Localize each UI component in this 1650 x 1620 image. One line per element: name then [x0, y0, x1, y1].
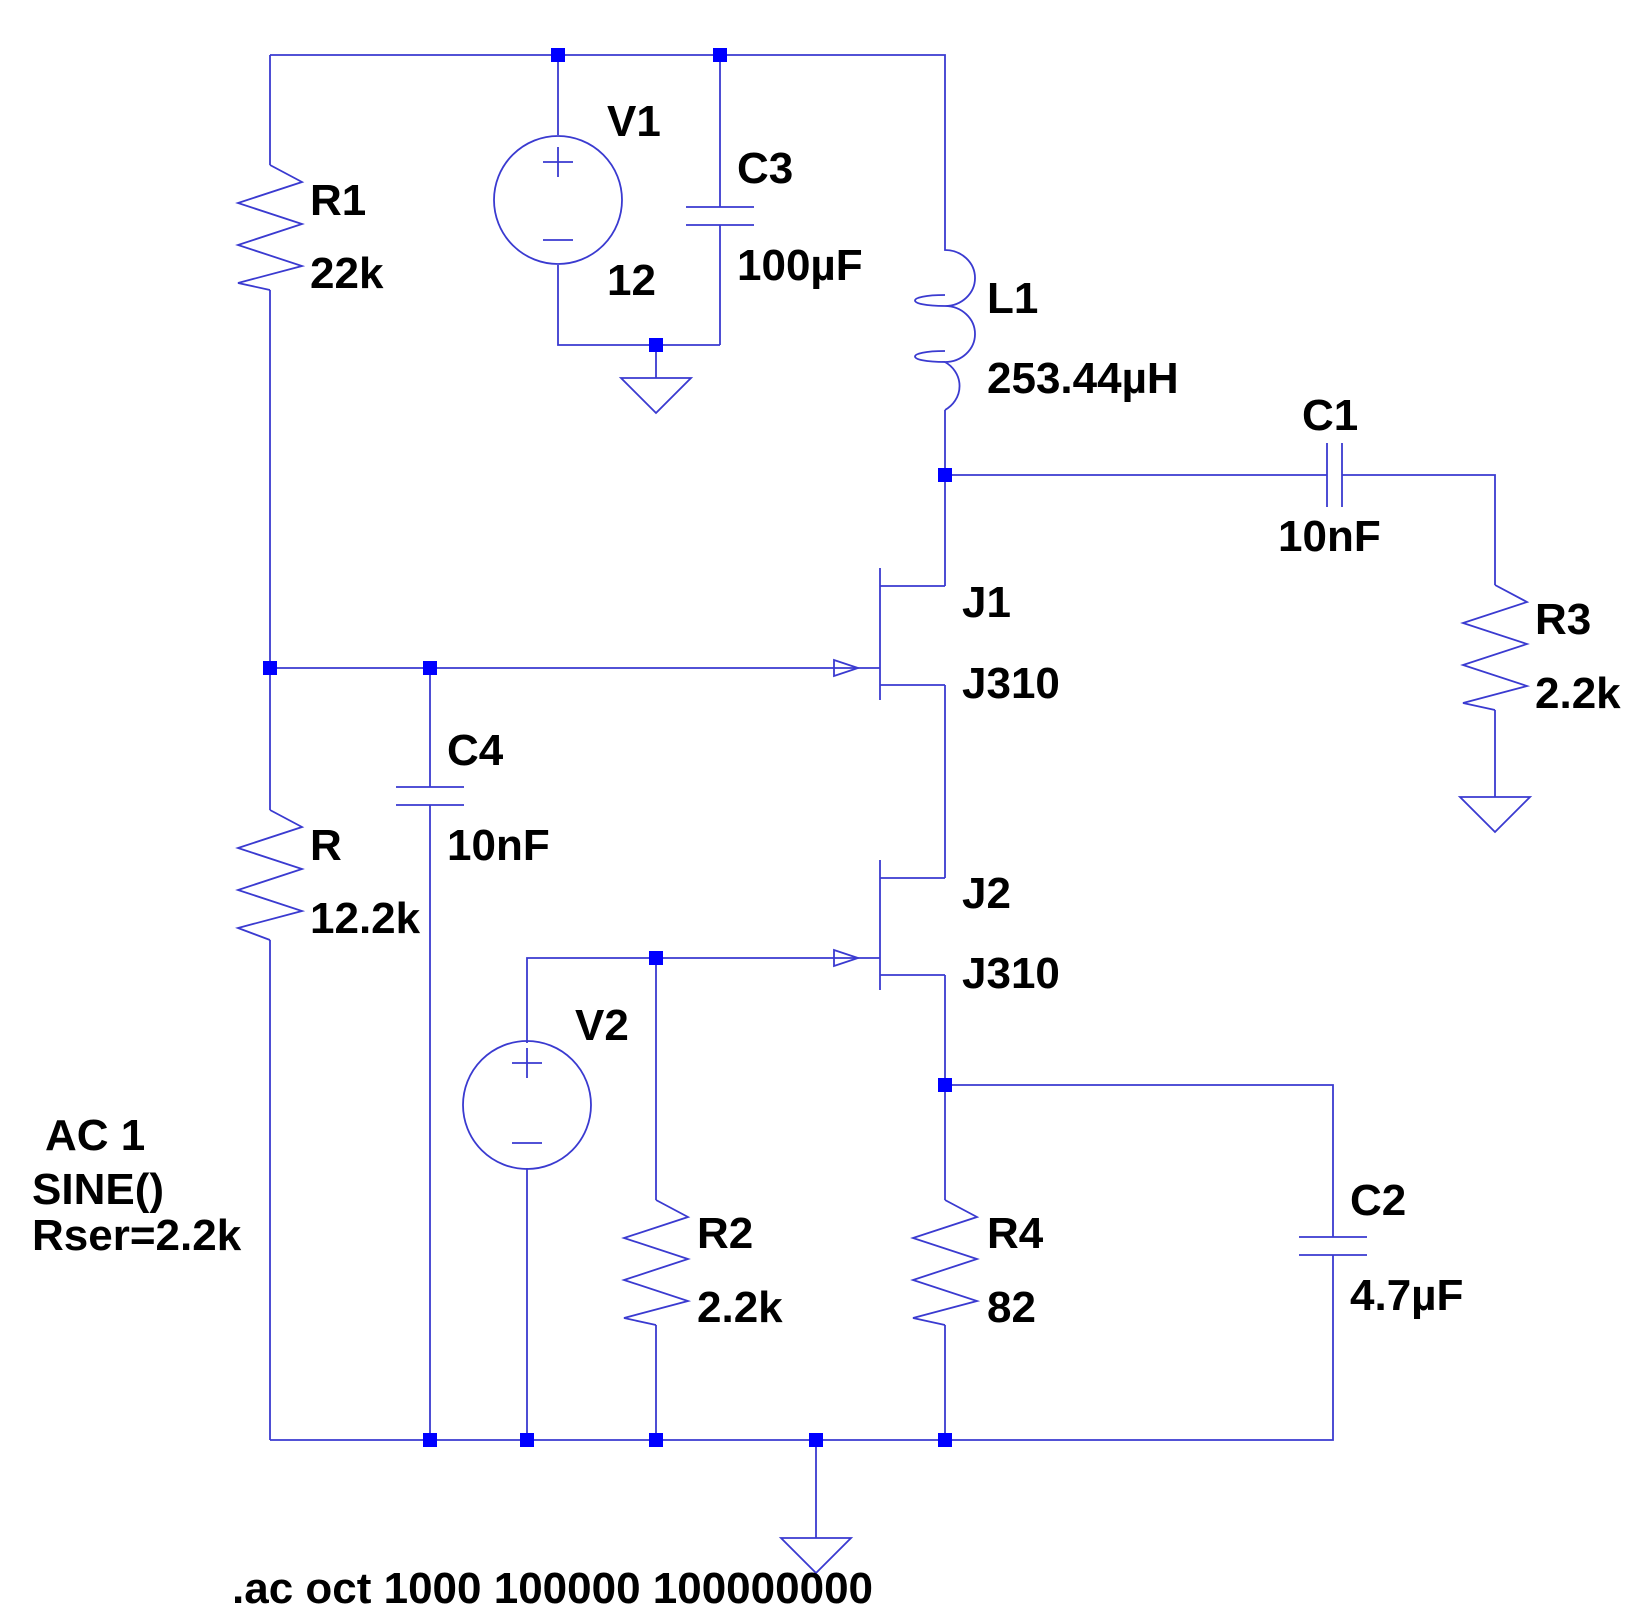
c3-value-label: 100µF — [737, 241, 863, 290]
v1-value-label: 12 — [607, 256, 656, 305]
resistor-r3[interactable] — [1460, 584, 1531, 711]
resistor-r2-zigzag — [621, 1199, 692, 1326]
v2-param-sine: SINE() — [32, 1165, 164, 1214]
labels: R1 22k V1 12 C3 100µF L1 253.44µH C1 10n… — [32, 97, 1621, 1613]
voltage-source-v2[interactable] — [462, 1040, 592, 1170]
r1-name-label: R1 — [310, 176, 366, 225]
voltage-source-v1-circle — [493, 135, 623, 265]
c4-value-label: 10nF — [447, 821, 550, 870]
junction-node — [649, 1433, 663, 1447]
junction-nodes — [263, 48, 952, 1447]
capacitor-c4[interactable] — [396, 786, 464, 806]
r4-name-label: R4 — [987, 1209, 1044, 1258]
wire-c1-right — [1342, 474, 1496, 585]
voltage-source-v2-circle — [462, 1040, 592, 1170]
v2-name-label: V2 — [575, 1001, 629, 1050]
c3-name-label: C3 — [737, 144, 793, 193]
jfet-j1[interactable] — [833, 568, 945, 700]
spice-directive[interactable]: .ac oct 1000 100000 100000000 — [232, 1564, 873, 1613]
inductor-l1-coils — [941, 225, 976, 411]
junction-node — [938, 468, 952, 482]
junction-node — [938, 1433, 952, 1447]
resistor-r2[interactable] — [621, 1199, 692, 1326]
c4-name-label: C4 — [447, 726, 504, 775]
wire-v1-bottom — [557, 265, 720, 346]
capacitor-c2[interactable] — [1299, 1236, 1367, 1256]
junction-node — [423, 661, 437, 675]
jfet-j2-gate-arrow-icon — [833, 948, 861, 968]
resistor-r-zigzag — [235, 809, 306, 941]
wire-c2-top — [945, 1084, 1334, 1237]
junction-node — [649, 951, 663, 965]
jfet-j1-gate-arrow-icon — [833, 658, 861, 678]
resistor-r3-zigzag — [1460, 584, 1531, 711]
ground-symbol-3 — [778, 1537, 854, 1575]
wires — [269, 54, 1496, 1538]
junction-node — [938, 1078, 952, 1092]
j1-value-label: J310 — [962, 659, 1060, 708]
ground-symbol-2 — [1457, 796, 1533, 834]
j2-name-label: J2 — [962, 869, 1011, 918]
v2-param-ac: AC 1 — [45, 1111, 145, 1160]
junction-node — [520, 1433, 534, 1447]
inductor-l1-inner-1 — [914, 294, 946, 307]
junction-node — [649, 338, 663, 352]
resistor-r4[interactable] — [910, 1199, 981, 1326]
l1-name-label: L1 — [987, 274, 1038, 323]
jfet-j2[interactable] — [833, 860, 945, 990]
wire-top-rail — [270, 54, 946, 225]
junction-node — [809, 1433, 823, 1447]
r2-value-label: 2.2k — [697, 1283, 783, 1332]
resistor-r4-zigzag — [910, 1199, 981, 1326]
wire-j2-gate — [526, 957, 858, 1043]
resistor-r1[interactable] — [235, 164, 306, 291]
capacitor-c3[interactable] — [686, 206, 754, 226]
ground-symbol-1 — [618, 377, 694, 415]
junction-node — [551, 48, 565, 62]
r2-name-label: R2 — [697, 1209, 753, 1258]
r-value-label: 12.2k — [310, 894, 421, 943]
inductor-l1[interactable] — [914, 225, 976, 411]
r3-name-label: R3 — [1535, 595, 1591, 644]
inductor-l1-inner-2 — [914, 350, 946, 363]
c1-value-label: 10nF — [1278, 512, 1381, 561]
r4-value-label: 82 — [987, 1283, 1036, 1332]
junction-node — [713, 48, 727, 62]
r3-value-label: 2.2k — [1535, 669, 1621, 718]
junction-node — [263, 661, 277, 675]
voltage-source-v1[interactable] — [493, 135, 623, 265]
v1-name-label: V1 — [607, 97, 661, 146]
j1-name-label: J1 — [962, 578, 1011, 627]
junction-node — [423, 1433, 437, 1447]
resistor-r1-zigzag — [235, 164, 306, 291]
wire-c2-bottom — [945, 1255, 1334, 1441]
c2-name-label: C2 — [1350, 1176, 1406, 1225]
capacitor-c1[interactable] — [1326, 443, 1343, 507]
j2-value-label: J310 — [962, 949, 1060, 998]
resistor-r[interactable] — [235, 809, 306, 941]
c1-name-label: C1 — [1302, 391, 1358, 440]
v2-param-rser: Rser=2.2k — [32, 1211, 242, 1260]
c2-value-label: 4.7µF — [1350, 1271, 1463, 1320]
l1-value-label: 253.44µH — [987, 354, 1179, 403]
r-name-label: R — [310, 821, 342, 870]
r1-value-label: 22k — [310, 249, 384, 298]
